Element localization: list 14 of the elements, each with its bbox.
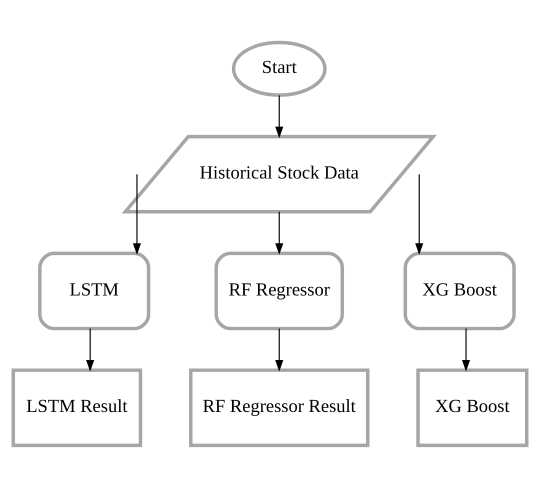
node-box: XG Boost <box>404 251 516 330</box>
node-box: LSTM <box>38 251 150 330</box>
arrow <box>132 174 141 254</box>
node-box: LSTM Result <box>12 368 142 447</box>
arrow <box>275 211 284 254</box>
arrow <box>275 328 284 372</box>
arrow <box>86 328 94 372</box>
arrow <box>415 174 424 254</box>
node-ellipse: Start <box>232 40 327 96</box>
node-box: XG Boost <box>416 368 528 447</box>
node-box: RF Regressor <box>214 251 344 330</box>
node-box: RF Regressor Result <box>189 368 370 447</box>
arrow <box>462 328 470 372</box>
arrow <box>275 94 284 138</box>
